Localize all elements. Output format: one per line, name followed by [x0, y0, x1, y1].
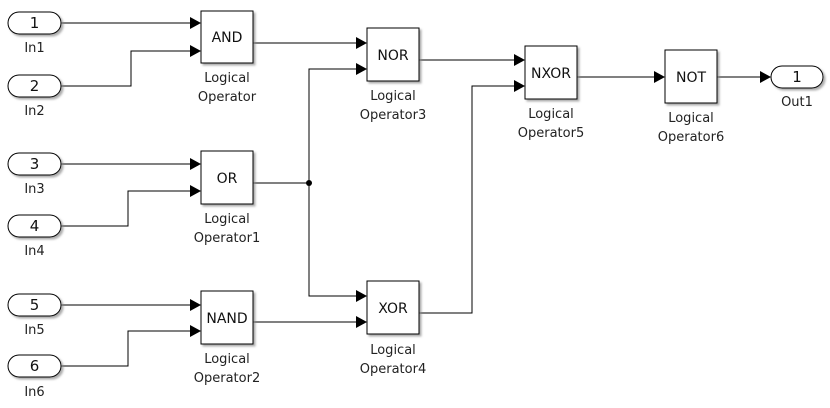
inport-name: In3 [24, 182, 44, 197]
inport-number: 6 [30, 357, 40, 375]
signal-branch-to-nor[interactable] [308, 68, 356, 183]
block-name-line2: Operator1 [194, 231, 260, 246]
arrow-icon [514, 80, 525, 92]
arrow-icon [190, 45, 201, 57]
block-name-line1: Logical [204, 212, 250, 227]
inport-name: In1 [24, 41, 44, 56]
block-name-line1: Logical [370, 89, 416, 104]
inport-name: In2 [24, 104, 44, 119]
block-logical-operator2[interactable]: NAND Logical Operator2 [194, 290, 260, 386]
inport-number: 1 [30, 14, 40, 32]
inport-number: 3 [30, 155, 40, 173]
operator-text: NXOR [531, 66, 571, 82]
block-name-line2: Operator [198, 90, 257, 105]
arrow-icon [356, 37, 367, 49]
inport-in2[interactable]: 2 In2 [7, 74, 62, 119]
block-name-line2: Operator3 [360, 108, 426, 123]
operator-text: NOR [377, 48, 408, 64]
block-name-line2: Operator4 [360, 362, 426, 377]
inport-name: In4 [24, 244, 44, 259]
inport-name: In5 [24, 323, 44, 338]
inport-name: In6 [24, 385, 44, 400]
arrow-icon [190, 17, 201, 29]
arrow-icon [356, 63, 367, 75]
block-name-line2: Operator5 [518, 126, 584, 141]
signal-branch-to-xor[interactable] [308, 183, 356, 297]
signal-lines [61, 22, 760, 367]
block-logical-operator5[interactable]: NXOR Logical Operator5 [518, 45, 584, 141]
arrow-icon [760, 71, 771, 83]
signal-in6-to-nand[interactable] [61, 330, 190, 367]
block-name-line1: Logical [370, 343, 416, 358]
inport-in4[interactable]: 4 In4 [7, 214, 62, 259]
signal-xor-to-nxor[interactable] [419, 85, 514, 314]
operator-text: NOT [676, 70, 706, 86]
block-logical-operator1[interactable]: OR Logical Operator1 [194, 150, 260, 246]
arrow-icon [356, 290, 367, 302]
operator-text: XOR [378, 301, 408, 317]
inport-number: 4 [30, 217, 40, 235]
signal-in2-to-and[interactable] [61, 50, 190, 87]
block-name-line1: Logical [668, 111, 714, 126]
inport-number: 2 [30, 77, 40, 95]
inport-in5[interactable]: 5 In5 [7, 293, 62, 338]
arrowheads [190, 17, 771, 337]
outport-name: Out1 [781, 95, 813, 110]
arrow-icon [190, 325, 201, 337]
operator-text: NAND [206, 311, 247, 327]
arrow-icon [514, 54, 525, 66]
block-logical-operator4[interactable]: XOR Logical Operator4 [360, 280, 426, 377]
block-name-line1: Logical [528, 107, 574, 122]
signal-in4-to-or[interactable] [61, 190, 190, 227]
block-logical-operator[interactable]: AND Logical Operator [198, 10, 257, 105]
outport-number: 1 [792, 68, 802, 86]
block-name-line2: Operator6 [658, 130, 724, 145]
arrow-icon [190, 299, 201, 311]
outport-out1[interactable]: 1 Out1 [770, 65, 824, 110]
block-name-line1: Logical [204, 352, 250, 367]
arrow-icon [654, 71, 665, 83]
block-logical-operator6[interactable]: NOT Logical Operator6 [658, 49, 724, 145]
inport-in1[interactable]: 1 In1 [7, 11, 62, 56]
arrow-icon [356, 316, 367, 328]
arrow-icon [190, 158, 201, 170]
inport-in6[interactable]: 6 In6 [7, 354, 62, 400]
inport-number: 5 [30, 296, 40, 314]
operator-text: OR [217, 171, 238, 187]
operator-text: AND [212, 30, 243, 46]
inport-in3[interactable]: 3 In3 [7, 152, 62, 197]
block-name-line2: Operator2 [194, 371, 260, 386]
block-name-line1: Logical [204, 71, 250, 86]
branch-point [306, 180, 312, 186]
arrow-icon [190, 185, 201, 197]
block-logical-operator3[interactable]: NOR Logical Operator3 [360, 27, 426, 123]
